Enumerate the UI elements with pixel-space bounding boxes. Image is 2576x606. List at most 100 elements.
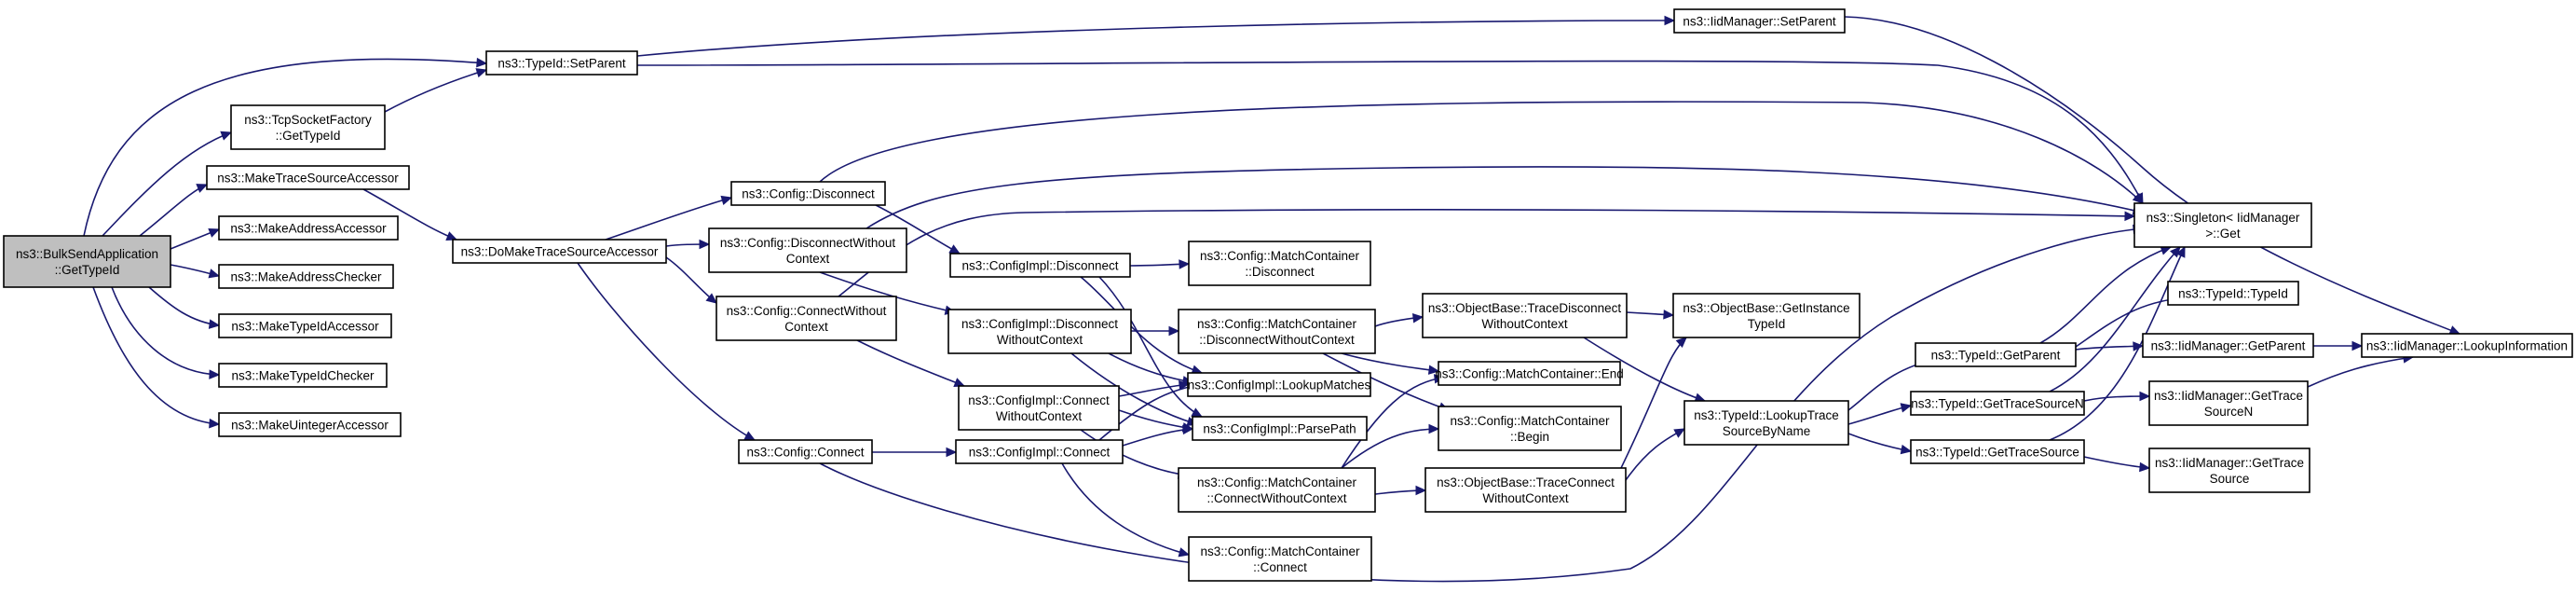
node-label: ns3::Singleton< IidManager [2147, 211, 2300, 225]
edge-n32-n34 [2049, 246, 2181, 393]
function-node[interactable]: ns3::Config::MatchContainer::Begin [1438, 406, 1622, 451]
function-node[interactable]: ns3::MakeAddressAccessor [218, 215, 399, 241]
node-label: ns3::Config::MatchContainer [1200, 249, 1360, 263]
node-label: ns3::Config::MatchContainer [1197, 317, 1357, 331]
function-node[interactable]: ns3::MakeTypeIdAccessor [218, 313, 392, 338]
node-box [1683, 400, 1849, 446]
node-label: ns3::ObjectBase::TraceConnect [1437, 475, 1615, 489]
function-node[interactable]: ns3::TypeId::TypeId [2167, 281, 2299, 306]
function-node[interactable]: ns3::ConfigImpl::ConnectWithoutContext [958, 385, 1120, 431]
function-node[interactable]: ns3::TypeId::GetTraceSource [1910, 439, 2085, 464]
edge-line [1341, 428, 1439, 469]
function-node[interactable]: ns3::IidManager::LookupInformation [2361, 333, 2573, 358]
function-node[interactable]: ns3::ConfigImpl::ParsePath [1192, 416, 1368, 441]
arrow-head-icon [1675, 337, 1687, 348]
node-box [1438, 361, 1621, 386]
edge-line [856, 339, 965, 387]
function-node[interactable]: ns3::IidManager::GetTraceSourceN [2148, 380, 2309, 426]
node-label: ns3::MakeAddressAccessor [230, 222, 387, 236]
function-node[interactable]: ns3::MakeAddressChecker [218, 264, 394, 289]
edge-n10-n11 [605, 195, 733, 241]
function-node[interactable]: ns3::TypeId::SetParent [485, 50, 638, 76]
arrow-head-icon [948, 244, 961, 255]
edge-line [636, 20, 1675, 57]
edge-n13-n34 [838, 208, 2136, 297]
node-box [955, 439, 1124, 464]
edge-n17-n22 [1118, 409, 1194, 433]
arrow-head-icon [720, 195, 733, 205]
function-node[interactable]: ns3::IidManager::SetParent [1673, 8, 1846, 34]
node-label: ns3::IidManager::GetTrace [2155, 456, 2304, 470]
edge-n30-n32 [1847, 403, 1913, 425]
root-node[interactable]: ns3::BulkSendApplication::GetTypeId [3, 235, 171, 288]
arrow-head-icon [208, 319, 221, 329]
arrow-head-icon [220, 131, 233, 141]
edge-n33-n34 [2049, 245, 2186, 441]
node-label: ns3::MakeTypeIdChecker [231, 369, 375, 383]
function-node[interactable]: ns3::ConfigImpl::LookupMatches [1187, 372, 1371, 397]
function-node[interactable]: ns3::Config::MatchContainer::DisconnectW… [1178, 309, 1376, 354]
arrow-head-icon [1178, 547, 1191, 558]
function-node[interactable]: ns3::Config::Disconnect [730, 181, 886, 206]
function-node[interactable]: ns3::TcpSocketFactory::GetTypeId [230, 104, 386, 150]
function-node[interactable]: ns3::Config::MatchContainer::ConnectWith… [1178, 467, 1376, 513]
function-node[interactable]: ns3::IidManager::GetParent [2142, 333, 2314, 358]
arrow-head-icon [2124, 211, 2136, 222]
node-label: WithoutContext [997, 333, 1084, 347]
function-node[interactable]: ns3::DoMakeTraceSourceAccessor [452, 239, 667, 264]
edge-line [1625, 428, 1685, 481]
function-node[interactable]: ns3::ObjectBase::TraceConnectWithoutCont… [1424, 467, 1627, 513]
function-node[interactable]: ns3::Singleton< IidManager >::Get [2133, 202, 2312, 248]
node-box [1422, 293, 1628, 338]
node-label: ::GetTypeId [55, 263, 120, 277]
function-node[interactable]: ns3::MakeTypeIdChecker [218, 363, 388, 388]
arrow-head-icon [1415, 485, 1427, 496]
function-node[interactable]: ns3::Config::MatchContainer::Disconnect [1188, 241, 1371, 286]
edge-line [1322, 352, 1450, 411]
edge-line [819, 101, 2144, 204]
function-node[interactable]: ns3::IidManager::GetTraceSource [2148, 448, 2310, 493]
edge-line [636, 60, 2144, 204]
function-node[interactable]: ns3::Config::ConnectWithoutContext [716, 296, 897, 341]
function-node[interactable]: ns3::Config::DisconnectWithoutContext [708, 227, 907, 273]
edge-line [1070, 352, 1198, 425]
node-box [1187, 372, 1371, 397]
function-node[interactable]: ns3::TypeId::GetTraceSourceN [1910, 391, 2085, 416]
function-node[interactable]: ns3::ConfigImpl::Disconnect [949, 253, 1131, 278]
function-node[interactable]: ns3::Config::MatchContainer::Connect [1188, 536, 1372, 582]
node-label: ns3::IidManager::GetTrace [2154, 389, 2303, 403]
arrow-head-icon [1663, 310, 1675, 320]
edge-n3-n10 [362, 188, 458, 241]
edge-line [1108, 352, 1193, 383]
function-node[interactable]: ns3::Config::Connect [738, 439, 873, 464]
node-box [230, 104, 386, 150]
edge-line [148, 286, 220, 326]
edge-line [1122, 428, 1193, 447]
edge-line [2049, 246, 2186, 441]
node-box [2133, 202, 2312, 248]
function-node[interactable]: ns3::ObjectBase::TraceDisconnectWithoutC… [1422, 293, 1628, 338]
node-box [218, 313, 392, 338]
node-box [1915, 342, 2077, 367]
edge-n9-n39 [1844, 16, 2461, 335]
arrow-head-icon [1179, 259, 1191, 269]
arrow-head-icon [208, 228, 221, 238]
function-node[interactable]: ns3::TypeId::GetParent [1915, 342, 2077, 367]
node-label: ns3::Config::DisconnectWithout [720, 236, 896, 250]
node-label: ns3::MakeAddressChecker [230, 270, 382, 284]
function-node[interactable]: ns3::Config::MatchContainer::End [1435, 361, 1624, 386]
function-node[interactable]: ns3::MakeUintegerAccessor [218, 412, 402, 437]
function-node[interactable]: ns3::ConfigImpl::DisconnectWithoutContex… [947, 309, 1132, 354]
function-node[interactable]: ns3::MakeTraceSourceAccessor [206, 165, 410, 190]
node-label: SourceN [2204, 405, 2254, 419]
node-label: ns3::TypeId::GetTraceSource [1915, 446, 2079, 460]
node-box [738, 439, 873, 464]
arrow-head-icon [445, 231, 458, 241]
arrow-head-icon [1168, 325, 1180, 337]
function-node[interactable]: ns3::ConfigImpl::Connect [955, 439, 1124, 464]
edge-line [102, 131, 232, 237]
node-box [716, 296, 897, 341]
